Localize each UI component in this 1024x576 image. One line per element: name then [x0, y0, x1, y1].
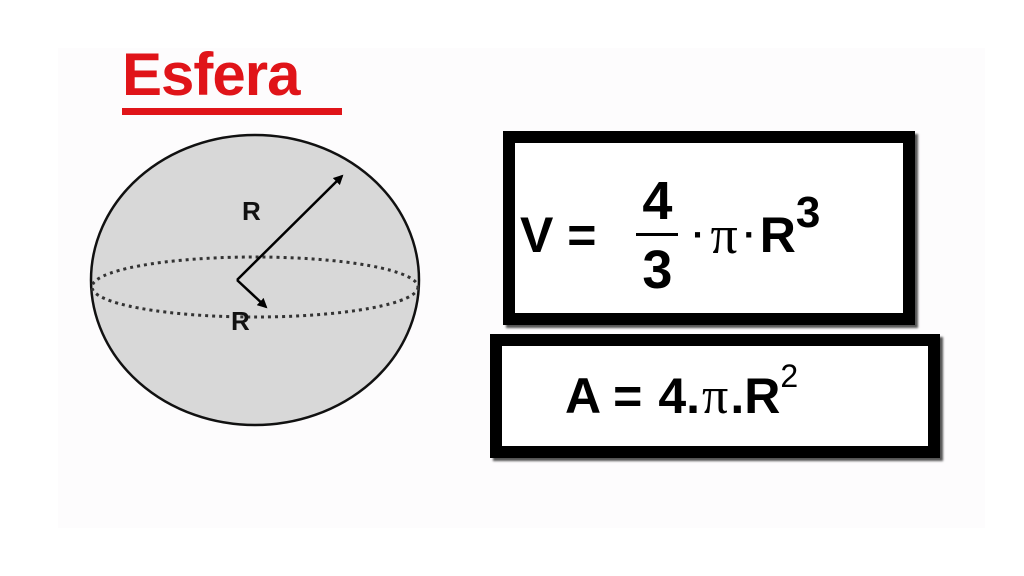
radius-label-upper: R	[242, 196, 261, 226]
page-title: Esfera	[122, 41, 300, 108]
exponent-squared: 2	[780, 357, 799, 394]
fraction-four-thirds: 4 3	[636, 170, 679, 300]
radius-base: R	[759, 207, 796, 263]
exponent-cubed: 3	[795, 188, 821, 237]
volume-formula: V = 4 3 · π · R 3	[520, 170, 820, 300]
multiply-dot: ·	[743, 214, 756, 255]
equator-dotted-ellipse	[90, 255, 420, 319]
area-lhs: A =	[565, 368, 643, 424]
volume-formula-box	[503, 131, 915, 325]
fraction-bar	[636, 232, 679, 236]
pi-symbol: π	[710, 205, 738, 265]
area-formula: A = 4. π . R 2	[565, 357, 799, 432]
area-coefficient: 4.	[658, 368, 701, 424]
multiply-dot: ·	[692, 214, 705, 255]
radius-label-lower: R	[231, 306, 250, 336]
title-underline	[122, 108, 342, 115]
volume-lhs: V =	[520, 207, 597, 263]
radius-base: R	[744, 368, 781, 424]
sphere-outline	[89, 133, 421, 427]
radius-arrow-upper	[236, 174, 344, 281]
pi-symbol: π	[702, 367, 729, 425]
fraction-numerator: 4	[642, 170, 673, 231]
radius-arrow-lower	[236, 279, 268, 309]
area-formula-box	[490, 334, 940, 458]
fraction-denominator: 3	[642, 239, 673, 300]
multiply-dot: .	[730, 368, 745, 424]
